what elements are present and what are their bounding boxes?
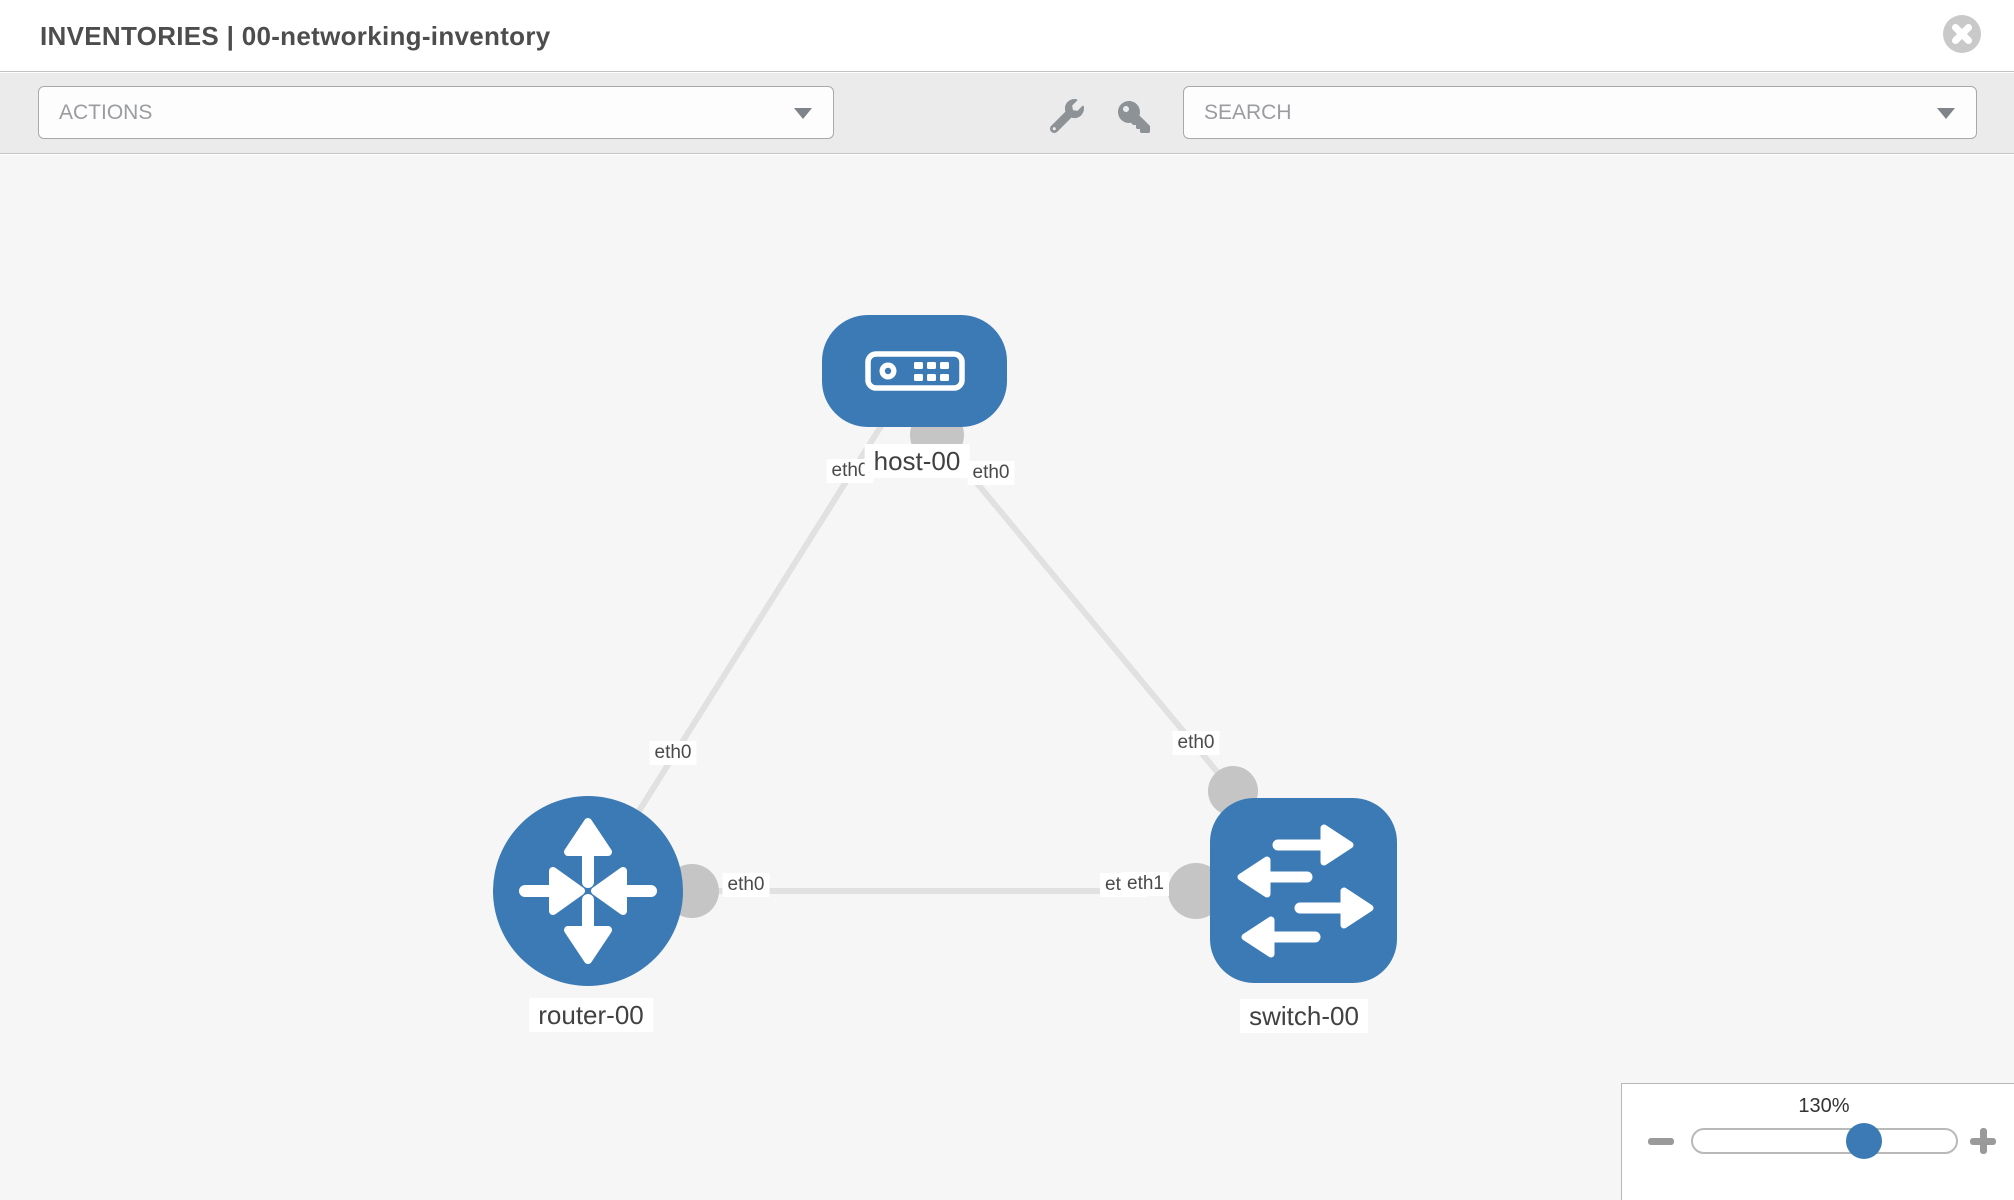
interface-label: eth0: [722, 873, 770, 897]
credentials-button[interactable]: [1118, 101, 1152, 135]
node-switch-00[interactable]: [1210, 798, 1397, 983]
search-dropdown[interactable]: SEARCH: [1183, 86, 1977, 139]
search-dropdown-label: SEARCH: [1204, 100, 1292, 124]
node-label-switch: switch-00: [1240, 999, 1368, 1033]
switch-icon: [1237, 824, 1374, 958]
router-icon: [519, 818, 657, 964]
node-label-host: host-00: [864, 444, 970, 478]
node-host-00[interactable]: [822, 315, 1007, 427]
zoom-slider-thumb[interactable]: [1845, 1123, 1882, 1159]
zoom-out-minus-icon[interactable]: [1648, 1138, 1674, 1145]
interface-label: eth1: [1122, 872, 1169, 896]
zoom-control-panel: 130%: [1621, 1083, 2014, 1200]
interface-label: eth0: [967, 461, 1015, 485]
node-router-00[interactable]: [493, 796, 683, 986]
chevron-down-icon: [1937, 107, 1955, 119]
actions-dropdown[interactable]: ACTIONS: [38, 86, 834, 139]
actions-dropdown-label: ACTIONS: [59, 100, 153, 124]
close-button[interactable]: [1942, 14, 1982, 54]
wrench-icon: [1049, 99, 1084, 134]
interface-label: eth0: [649, 741, 697, 765]
key-icon: [1118, 101, 1150, 133]
toolbar: ACTIONS SEARCH: [0, 73, 2014, 154]
configure-button[interactable]: [1049, 99, 1084, 134]
node-label-router: router-00: [529, 998, 653, 1032]
zoom-level-value: 130%: [1798, 1095, 1850, 1117]
interface-label: eth0: [1172, 731, 1220, 755]
zoom-in-plus-icon[interactable]: [1970, 1128, 1996, 1154]
times-circle-icon: [1943, 15, 1981, 53]
zoom-slider[interactable]: [1691, 1123, 1958, 1159]
page-title: INVENTORIES | 00-networking-inventory: [40, 21, 551, 51]
modal-header: INVENTORIES | 00-networking-inventory: [0, 0, 2014, 72]
topology-links-layer: [585, 370, 1258, 919]
link-router-host: [585, 370, 918, 894]
topology-canvas[interactable]: host-00 router-00 switch-00 eth0 eth0 et…: [0, 155, 2014, 1200]
server-icon: [864, 351, 965, 391]
chevron-down-icon: [794, 107, 812, 119]
